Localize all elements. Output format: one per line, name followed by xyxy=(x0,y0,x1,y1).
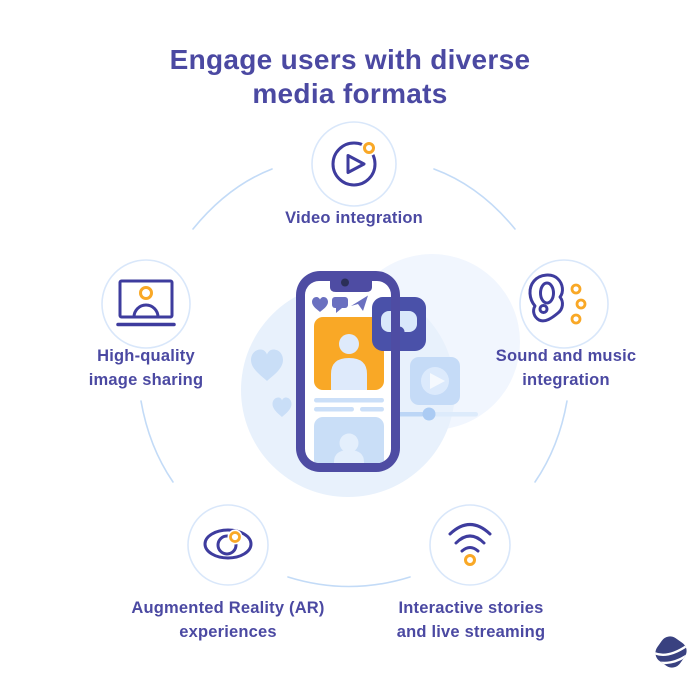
chat-bubble-icon xyxy=(332,297,348,313)
vr-card xyxy=(372,297,426,351)
video-player-card xyxy=(410,357,460,405)
feed-text-lines xyxy=(314,398,384,412)
feed-action-icons xyxy=(312,295,368,313)
user-avatar-icon xyxy=(339,433,359,453)
label-high-quality-image-sharing: High-quality image sharing xyxy=(88,347,204,389)
wifi-icon xyxy=(448,523,492,566)
ear-icon xyxy=(528,273,587,325)
monitor-image-icon xyxy=(116,279,176,327)
page-title: Engage users with diverse media formats xyxy=(0,43,700,111)
connector-arcs xyxy=(140,168,568,588)
label-sound-and-music-integration: Sound and music integration xyxy=(495,347,637,389)
progress-bar xyxy=(398,407,478,421)
label-ar-experiences: Augmented Reality (AR) experiences xyxy=(131,599,325,641)
feed-post-card-bottom xyxy=(314,417,384,463)
page-title-line: media formats xyxy=(252,77,448,109)
brand-logo-icon xyxy=(652,636,691,668)
heart-icon xyxy=(312,297,328,312)
heart-icon xyxy=(251,349,283,381)
phone-notch xyxy=(330,281,372,292)
user-avatar-icon xyxy=(334,450,364,463)
user-avatar-icon xyxy=(339,334,359,354)
user-avatar-icon xyxy=(331,358,367,390)
video-node-circle xyxy=(311,121,397,207)
phone-illustration xyxy=(241,254,520,497)
camera-dot xyxy=(341,278,349,287)
heart-icon xyxy=(272,397,292,417)
label-video-integration: Video integration xyxy=(285,209,423,227)
page-title-line: Engage users with diverse xyxy=(169,43,531,75)
play-circle-icon xyxy=(331,140,377,187)
label-interactive-stories: Interactive stories and live streaming xyxy=(396,599,546,641)
send-icon xyxy=(351,295,368,311)
sound-node-circle xyxy=(519,259,609,349)
stories-node-circle xyxy=(429,504,511,586)
feed-post-card xyxy=(314,317,384,390)
play-button-icon xyxy=(430,373,445,389)
ar-node-circle xyxy=(187,504,269,586)
eye-icon xyxy=(203,528,253,560)
